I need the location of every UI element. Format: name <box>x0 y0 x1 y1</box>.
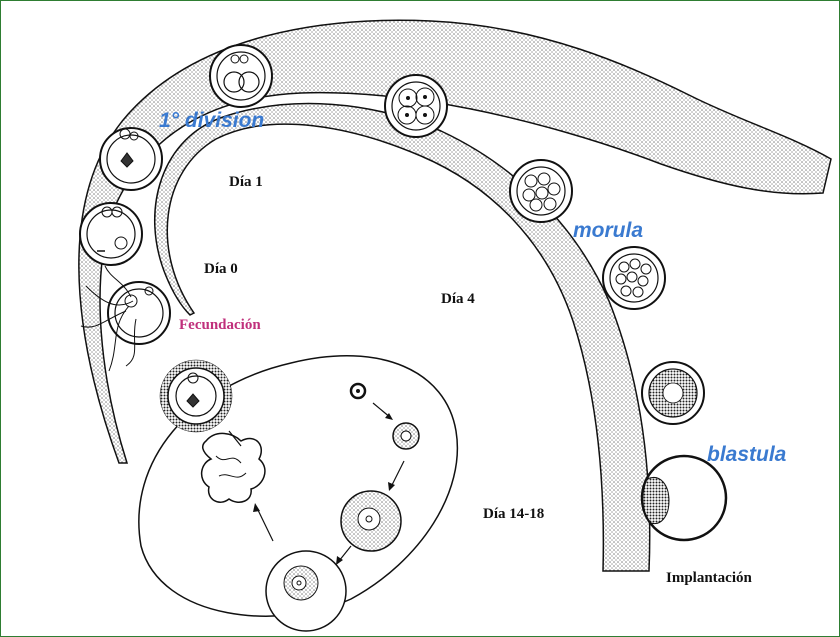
label-implantacion: Implantación <box>666 570 753 586</box>
label-division: 1° division <box>159 109 264 132</box>
label-dia-14-18: Día 14-18 <box>483 506 544 522</box>
morula-embryo <box>603 247 665 309</box>
two-cell-embryo <box>210 45 272 107</box>
label-fecundacion: Fecundación <box>179 317 261 333</box>
multicell-embryo <box>510 160 572 222</box>
label-blastula: blastula <box>707 443 787 466</box>
label-dia-1: Día 1 <box>229 174 263 190</box>
implanting-blastula <box>642 456 726 540</box>
label-dia-4: Día 4 <box>441 291 475 307</box>
early-blastocyst <box>642 362 704 424</box>
zygote-pronuclei <box>100 128 162 190</box>
label-dia-0: Día 0 <box>204 261 238 277</box>
ovarian-cycle <box>139 356 458 631</box>
four-cell-embryo <box>385 75 447 137</box>
label-morula: morula <box>573 219 643 242</box>
oocyte-polar-bodies <box>80 203 142 265</box>
